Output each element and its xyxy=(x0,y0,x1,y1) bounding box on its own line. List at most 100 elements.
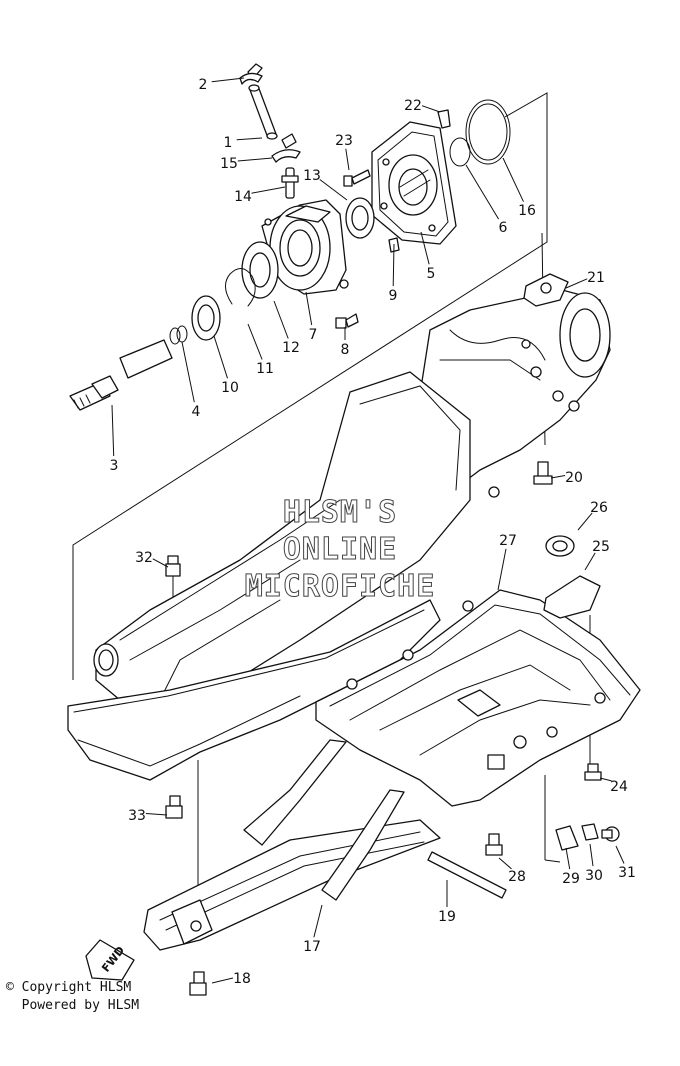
callout-label-15: 15 xyxy=(220,156,238,172)
callout-leader-31 xyxy=(615,845,625,864)
callout-label-19: 19 xyxy=(438,909,456,925)
callout-label-6: 6 xyxy=(499,220,508,236)
callout-label-3: 3 xyxy=(110,458,119,474)
callout-33: 33 xyxy=(128,808,168,824)
powered-by-text: Powered by HLSM xyxy=(6,998,140,1013)
callout-6: 6 xyxy=(465,164,508,236)
callout-leader-17 xyxy=(313,904,323,938)
callout-label-14: 14 xyxy=(234,189,252,205)
callout-leader-9 xyxy=(392,243,395,287)
callout-leader-27 xyxy=(497,548,507,591)
drive-shaft xyxy=(69,339,173,411)
callout-leader-4 xyxy=(181,341,195,403)
callout-leader-2 xyxy=(211,77,245,83)
callout-leader-1 xyxy=(236,137,263,141)
callout-27: 27 xyxy=(497,533,517,591)
bearing-housing xyxy=(169,99,511,345)
callout-leader-11 xyxy=(247,323,263,360)
callout-2: 2 xyxy=(199,77,245,93)
intake-grate xyxy=(143,739,507,996)
callout-leader-12 xyxy=(273,300,289,339)
callout-4: 4 xyxy=(181,341,201,420)
callout-label-21: 21 xyxy=(587,270,605,286)
callout-label-22: 22 xyxy=(404,98,422,114)
callout-11: 11 xyxy=(247,323,274,377)
callout-leader-30 xyxy=(589,843,594,867)
callout-17: 17 xyxy=(303,904,323,955)
callout-label-31: 31 xyxy=(618,865,636,881)
ride-plate xyxy=(315,535,641,856)
callout-5: 5 xyxy=(420,231,436,282)
callout-leader-18 xyxy=(211,977,234,984)
callout-leader-23 xyxy=(345,148,350,171)
jet-pump-housing xyxy=(67,273,611,819)
callout-20: 20 xyxy=(550,470,583,486)
callout-label-11: 11 xyxy=(256,361,274,377)
callout-3: 3 xyxy=(110,404,119,474)
callout-leader-3 xyxy=(111,404,115,457)
callout-10: 10 xyxy=(213,335,239,396)
callout-15: 15 xyxy=(220,156,273,172)
callout-8: 8 xyxy=(341,327,350,358)
callout-label-12: 12 xyxy=(282,340,300,356)
watermark: HLSM'S ONLINE MICROFICHE xyxy=(244,495,436,605)
callout-leader-28 xyxy=(498,857,512,870)
callout-21: 21 xyxy=(565,270,605,289)
callout-leader-16 xyxy=(502,157,524,202)
callout-label-26: 26 xyxy=(590,500,608,516)
watermark-line3: MICROFICHE xyxy=(245,569,436,604)
callout-leader-6 xyxy=(465,164,500,220)
callout-label-30: 30 xyxy=(585,868,603,884)
callout-label-27: 27 xyxy=(499,533,517,549)
callout-label-29: 29 xyxy=(562,871,580,887)
callout-layer: 1234567891011121314151617181920212223242… xyxy=(110,77,636,987)
callout-label-7: 7 xyxy=(309,327,318,343)
callout-label-24: 24 xyxy=(610,779,628,795)
callout-7: 7 xyxy=(305,291,318,343)
callout-label-4: 4 xyxy=(192,404,201,420)
callout-leader-14 xyxy=(251,186,286,194)
fitting-group xyxy=(239,63,301,199)
callout-leader-22 xyxy=(421,105,441,113)
callout-leader-33 xyxy=(145,813,168,816)
callout-16: 16 xyxy=(502,157,536,219)
callout-label-28: 28 xyxy=(508,869,526,885)
callout-leader-29 xyxy=(565,847,571,870)
callout-18: 18 xyxy=(211,971,251,987)
callout-label-16: 16 xyxy=(518,203,536,219)
callout-label-10: 10 xyxy=(221,380,239,396)
callout-31: 31 xyxy=(615,845,636,881)
fwd-arrow-icon: FWD xyxy=(85,939,135,981)
callout-leader-25 xyxy=(584,552,596,571)
callout-32: 32 xyxy=(135,550,169,568)
callout-label-5: 5 xyxy=(427,266,436,282)
callout-label-20: 20 xyxy=(565,470,583,486)
callout-leader-21 xyxy=(565,278,588,289)
callout-label-9: 9 xyxy=(389,288,398,304)
callout-25: 25 xyxy=(584,539,610,571)
callout-28: 28 xyxy=(498,857,526,885)
callout-leader-26 xyxy=(577,512,593,531)
callout-9: 9 xyxy=(389,243,398,304)
callout-label-2: 2 xyxy=(199,77,208,93)
callout-leader-15 xyxy=(237,157,273,162)
copyright-text: © Copyright HLSM xyxy=(6,980,132,995)
watermark-line2: ONLINE xyxy=(283,532,397,567)
callout-23: 23 xyxy=(335,133,353,171)
callout-leader-20 xyxy=(550,475,566,479)
callout-13: 13 xyxy=(303,168,348,201)
callout-leader-24 xyxy=(599,777,612,782)
callout-29: 29 xyxy=(562,847,580,887)
callout-label-18: 18 xyxy=(233,971,251,987)
callout-label-33: 33 xyxy=(128,808,146,824)
callout-label-8: 8 xyxy=(341,342,350,358)
callout-26: 26 xyxy=(577,500,608,531)
callout-label-17: 17 xyxy=(303,939,321,955)
clip-hardware xyxy=(555,823,620,851)
callout-30: 30 xyxy=(585,843,603,884)
callout-24: 24 xyxy=(599,777,628,795)
callout-label-32: 32 xyxy=(135,550,153,566)
callout-12: 12 xyxy=(273,300,300,356)
callout-1: 1 xyxy=(224,135,263,151)
